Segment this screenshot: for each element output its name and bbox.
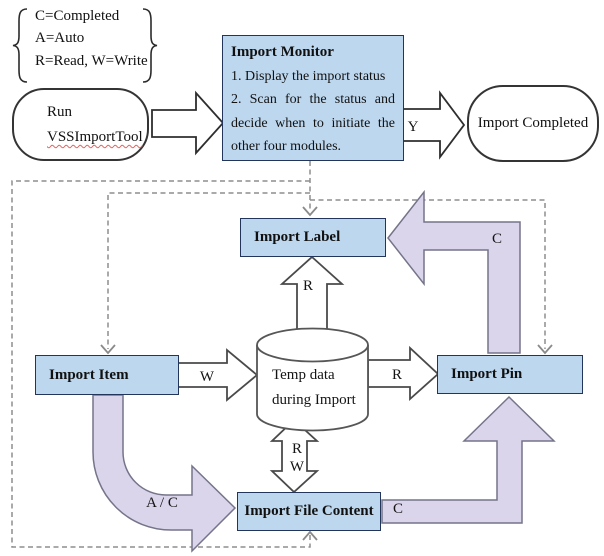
label-c-pin-label: C [492, 231, 502, 247]
run-line: Run [47, 104, 73, 120]
left-brace [12, 8, 28, 83]
dashed-arrowhead-label [302, 206, 318, 217]
label-r-temp-label: R [303, 278, 313, 294]
import-monitor-node: Import Monitor 1. Display the import sta… [222, 35, 404, 161]
import-pin-text: Import Pin [451, 366, 523, 382]
label-rw-w: W [290, 459, 305, 475]
dashed-arrowhead-file-content [302, 530, 318, 541]
temp-data-line1: Temp data [272, 367, 335, 383]
dashed-monitor-to-item [107, 192, 310, 349]
arrow-file-content-to-pin [381, 395, 556, 524]
purple-arrows [92, 189, 556, 553]
import-completed-node: Import Completed [467, 85, 599, 162]
import-completed-label: Import Completed [477, 115, 589, 131]
label-rw-r: R [292, 441, 302, 457]
arrow-pin-to-label [387, 189, 521, 354]
arrow-monitor-to-completed [402, 90, 466, 160]
import-monitor-title: Import Monitor [231, 44, 334, 60]
temp-data-store: Temp data during Import [256, 327, 369, 432]
cylinder-body [256, 345, 369, 432]
dashed-arrowhead-item [100, 344, 116, 355]
dashed-monitor-to-pin [310, 199, 546, 349]
import-file-content-text: Import File Content [244, 503, 374, 519]
arrow-temp-to-label [279, 255, 345, 336]
edge-labels: Y W R R R W C C A / C [146, 119, 502, 517]
arrow-run-to-monitor [151, 90, 225, 156]
import-pin-node: Import Pin [437, 355, 583, 394]
arrow-item-to-temp [177, 348, 259, 402]
dashed-arrowhead-pin [537, 344, 553, 355]
import-item-text: Import Item [49, 366, 129, 383]
cylinder-top [256, 327, 369, 363]
legend: C=Completed A=Auto R=Read, W=Write [35, 5, 155, 72]
label-c-file-pin: C [393, 501, 403, 517]
white-arrows [151, 90, 466, 494]
run-vssimporttool-node: Run VSSImportTool [12, 88, 149, 161]
arrow-temp-to-pin [367, 345, 440, 402]
arrow-item-to-file-content [92, 394, 237, 553]
label-ac: A / C [146, 495, 178, 511]
import-label-node: Import Label [240, 218, 386, 257]
label-w: W [200, 369, 215, 385]
legend-line-3: R=Read, W=Write [35, 52, 148, 69]
label-y: Y [408, 119, 419, 135]
vssimporttool-line: VSSImportTool [47, 129, 143, 145]
import-label-text: Import Label [254, 229, 341, 245]
temp-data-line2: during Import [272, 392, 357, 408]
legend-braces [12, 8, 158, 83]
label-r-temp-pin: R [392, 367, 402, 383]
dashed-connectors [11, 161, 553, 548]
import-monitor-item1: 1. Display the import status [231, 68, 386, 84]
import-monitor-item2: 2. Scan for the status and decide when t… [231, 92, 395, 154]
right-brace [142, 8, 158, 83]
import-file-content-node: Import File Content [237, 492, 381, 531]
import-item-node: Import Item [35, 355, 179, 395]
legend-line-1: C=Completed [35, 8, 120, 24]
dashed-monitor-to-file-content [11, 180, 311, 548]
legend-line-2: A=Auto [35, 30, 85, 47]
